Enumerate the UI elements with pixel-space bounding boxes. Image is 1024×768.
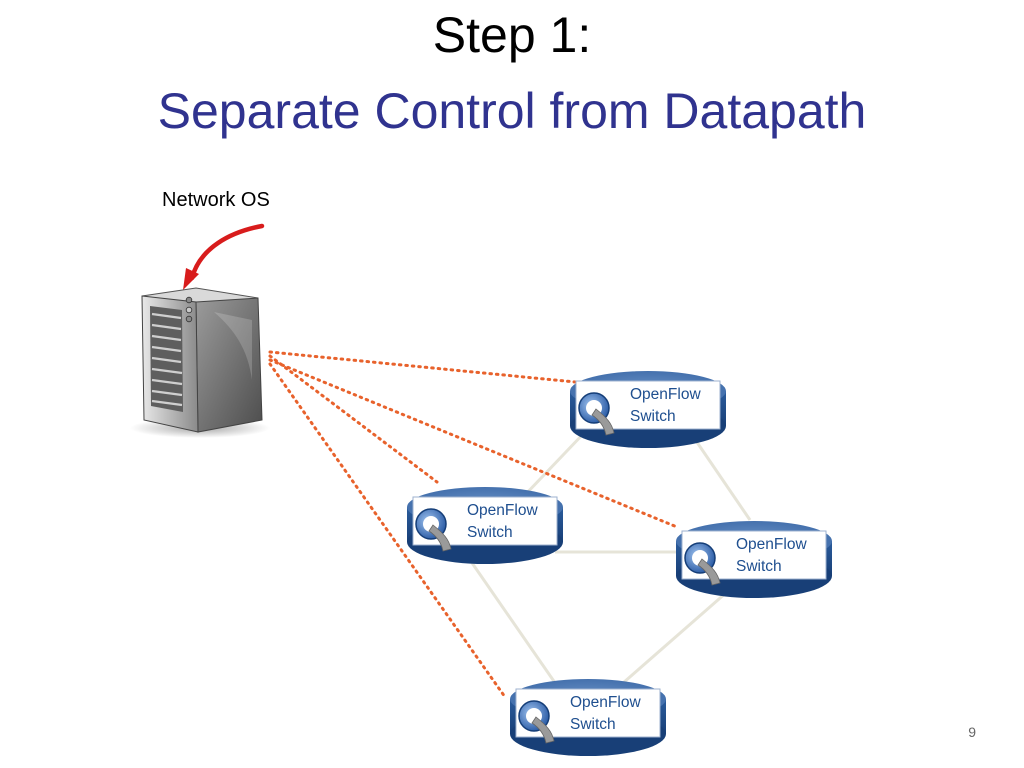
- switch-label-line2: Switch: [630, 408, 676, 425]
- openflow-switch: [510, 679, 666, 756]
- control-links: [268, 350, 679, 699]
- slide-subtitle: Separate Control from Datapath: [157, 83, 867, 139]
- switch-label-line1: OpenFlow: [570, 694, 641, 711]
- switch-label-line1: OpenFlow: [467, 502, 538, 519]
- switch-label-line2: Switch: [467, 524, 513, 541]
- control-link: [268, 350, 577, 384]
- openflow-logo-icon: [684, 542, 721, 586]
- switch-label-line2: Switch: [570, 716, 616, 733]
- data-link: [688, 431, 752, 521]
- control-link: [268, 354, 439, 484]
- network-os-label: Network OS: [162, 189, 270, 211]
- openflow-switch: [676, 521, 832, 598]
- switch-label: OpenFlow Switch: [467, 500, 538, 544]
- server-icon: [130, 287, 270, 438]
- switch-label-line1: OpenFlow: [630, 386, 701, 403]
- data-links: [468, 430, 752, 692]
- pointer-arrow: [183, 223, 265, 290]
- switch-label: OpenFlow Switch: [570, 692, 641, 736]
- openflow-logo-icon: [518, 700, 555, 744]
- switch-label: OpenFlow Switch: [630, 384, 701, 428]
- openflow-logo-icon: [578, 392, 615, 436]
- switch-label-line2: Switch: [736, 558, 782, 575]
- switch-label-line1: OpenFlow: [736, 536, 807, 553]
- openflow-switch: [407, 487, 563, 564]
- slide-title: Step 1:: [432, 7, 592, 63]
- openflow-switch: [570, 371, 726, 448]
- openflow-logo-icon: [415, 508, 452, 552]
- control-link: [268, 358, 679, 529]
- data-link: [614, 583, 736, 692]
- switch-label: OpenFlow Switch: [736, 534, 807, 578]
- data-link: [468, 559, 562, 691]
- control-link: [268, 362, 507, 699]
- page-number: 9: [968, 724, 976, 740]
